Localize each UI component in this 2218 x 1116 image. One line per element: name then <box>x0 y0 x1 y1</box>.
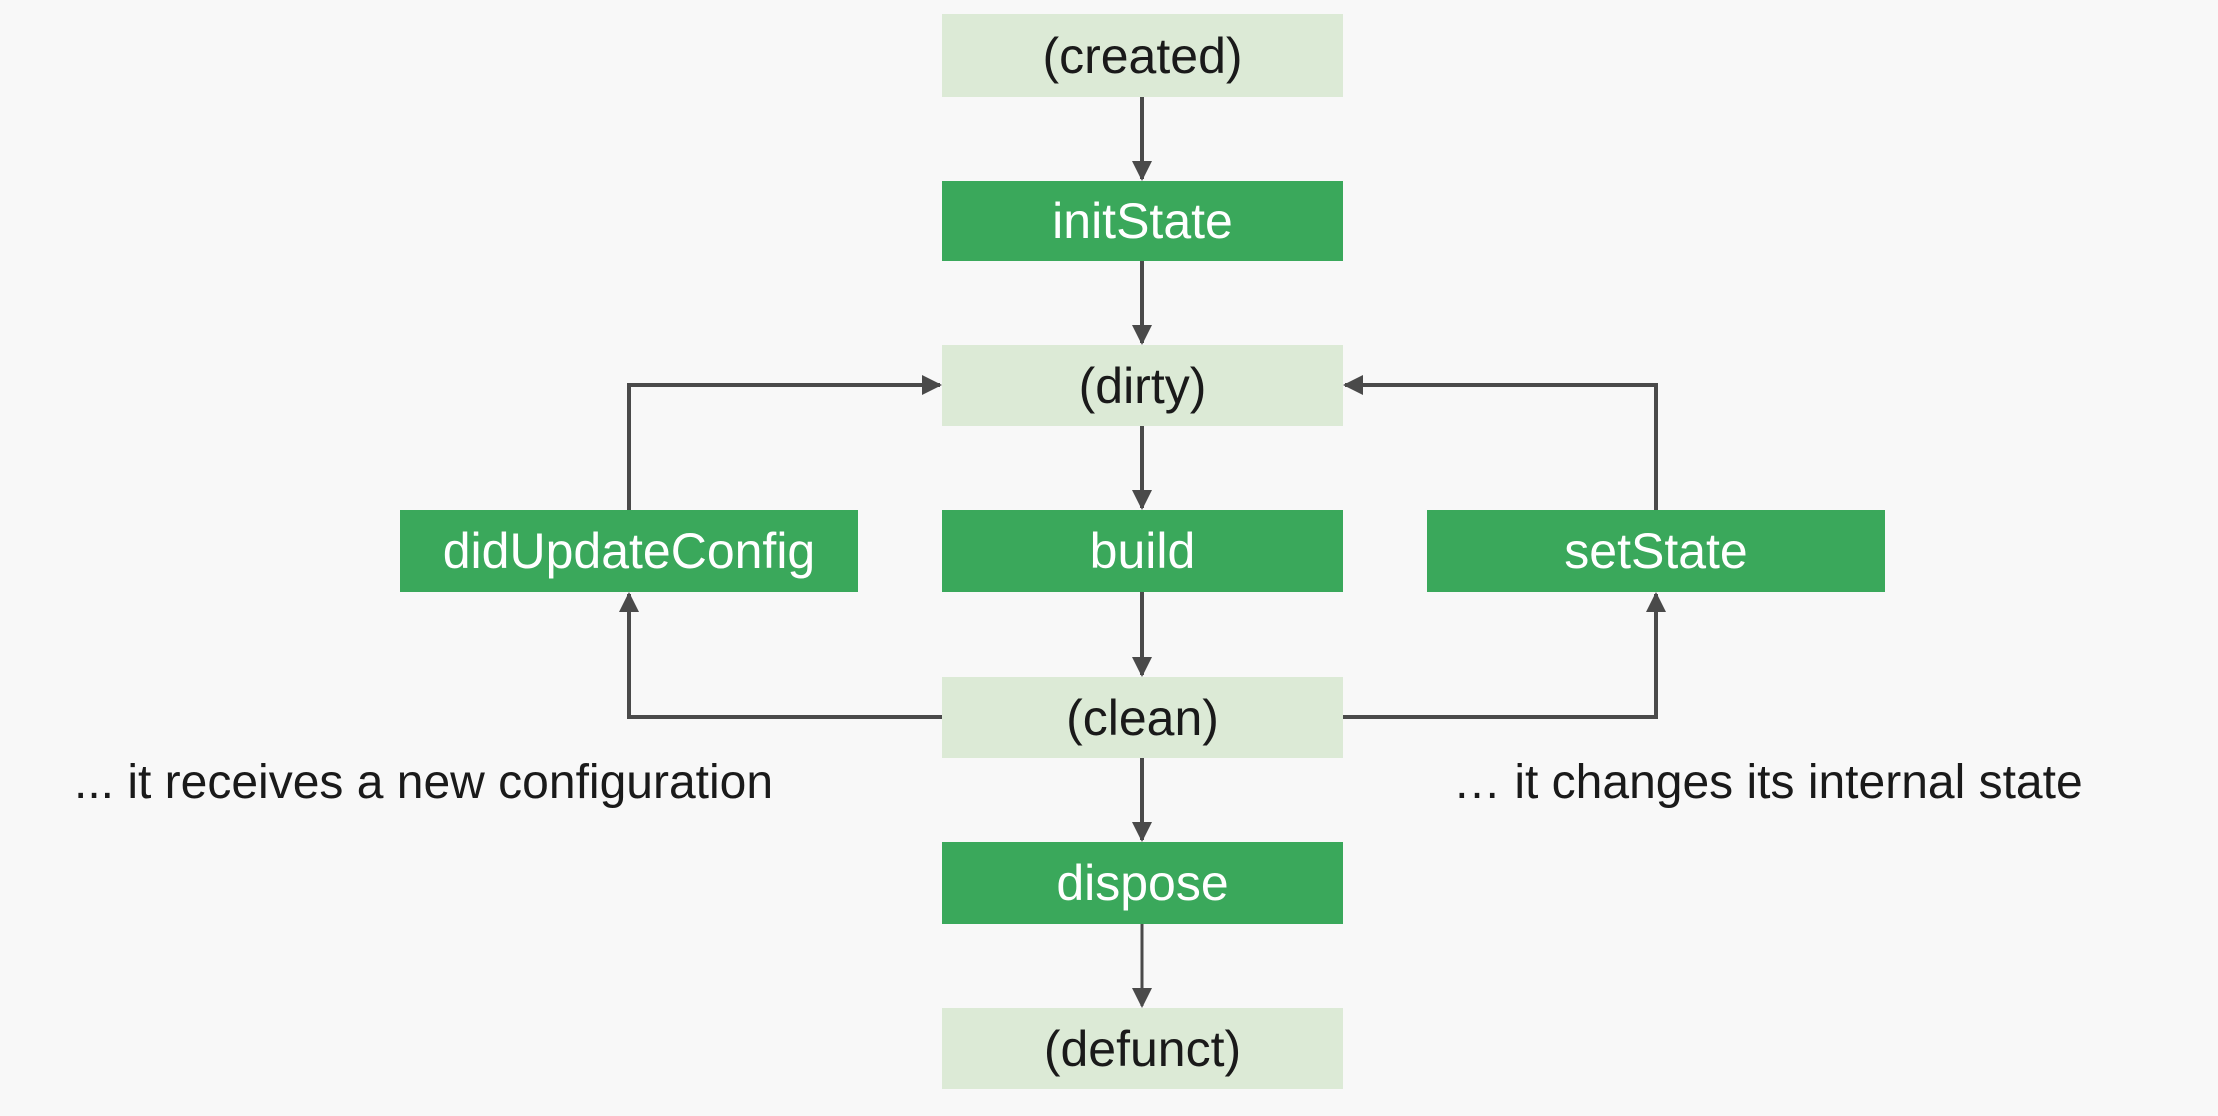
node-initstate: initState <box>942 181 1343 261</box>
node-build: build <box>942 510 1343 592</box>
node-created-label: (created) <box>1042 27 1243 84</box>
node-defunct: (defunct) <box>942 1008 1343 1089</box>
arrow-clean-to-didupdateconfig <box>619 592 942 719</box>
node-dirty: (dirty) <box>942 345 1343 426</box>
note-internal-state: … it changes its internal state <box>1453 756 2083 809</box>
node-defunct-label: (defunct) <box>1043 1020 1242 1077</box>
node-build-label: build <box>1089 523 1196 579</box>
node-dirty-label: (dirty) <box>1078 357 1207 414</box>
node-setstate-label: setState <box>1564 523 1748 579</box>
node-initstate-label: initState <box>1052 193 1233 249</box>
arrow-clean-to-setstate <box>1343 592 1666 719</box>
arrow-setstate-to-dirty <box>1343 375 1658 510</box>
node-dispose-label: dispose <box>1056 855 1229 911</box>
node-clean-label: (clean) <box>1066 689 1219 746</box>
node-didupdateconfig-label: didUpdateConfig <box>442 523 816 579</box>
node-didupdateconfig: didUpdateConfig <box>400 510 858 592</box>
node-setstate: setState <box>1427 510 1885 592</box>
node-dispose: dispose <box>942 842 1343 924</box>
node-clean: (clean) <box>942 677 1343 758</box>
arrow-didupdateconfig-to-dirty <box>627 375 942 510</box>
node-created: (created) <box>942 14 1343 97</box>
note-new-configuration: ... it receives a new configuration <box>74 756 774 809</box>
